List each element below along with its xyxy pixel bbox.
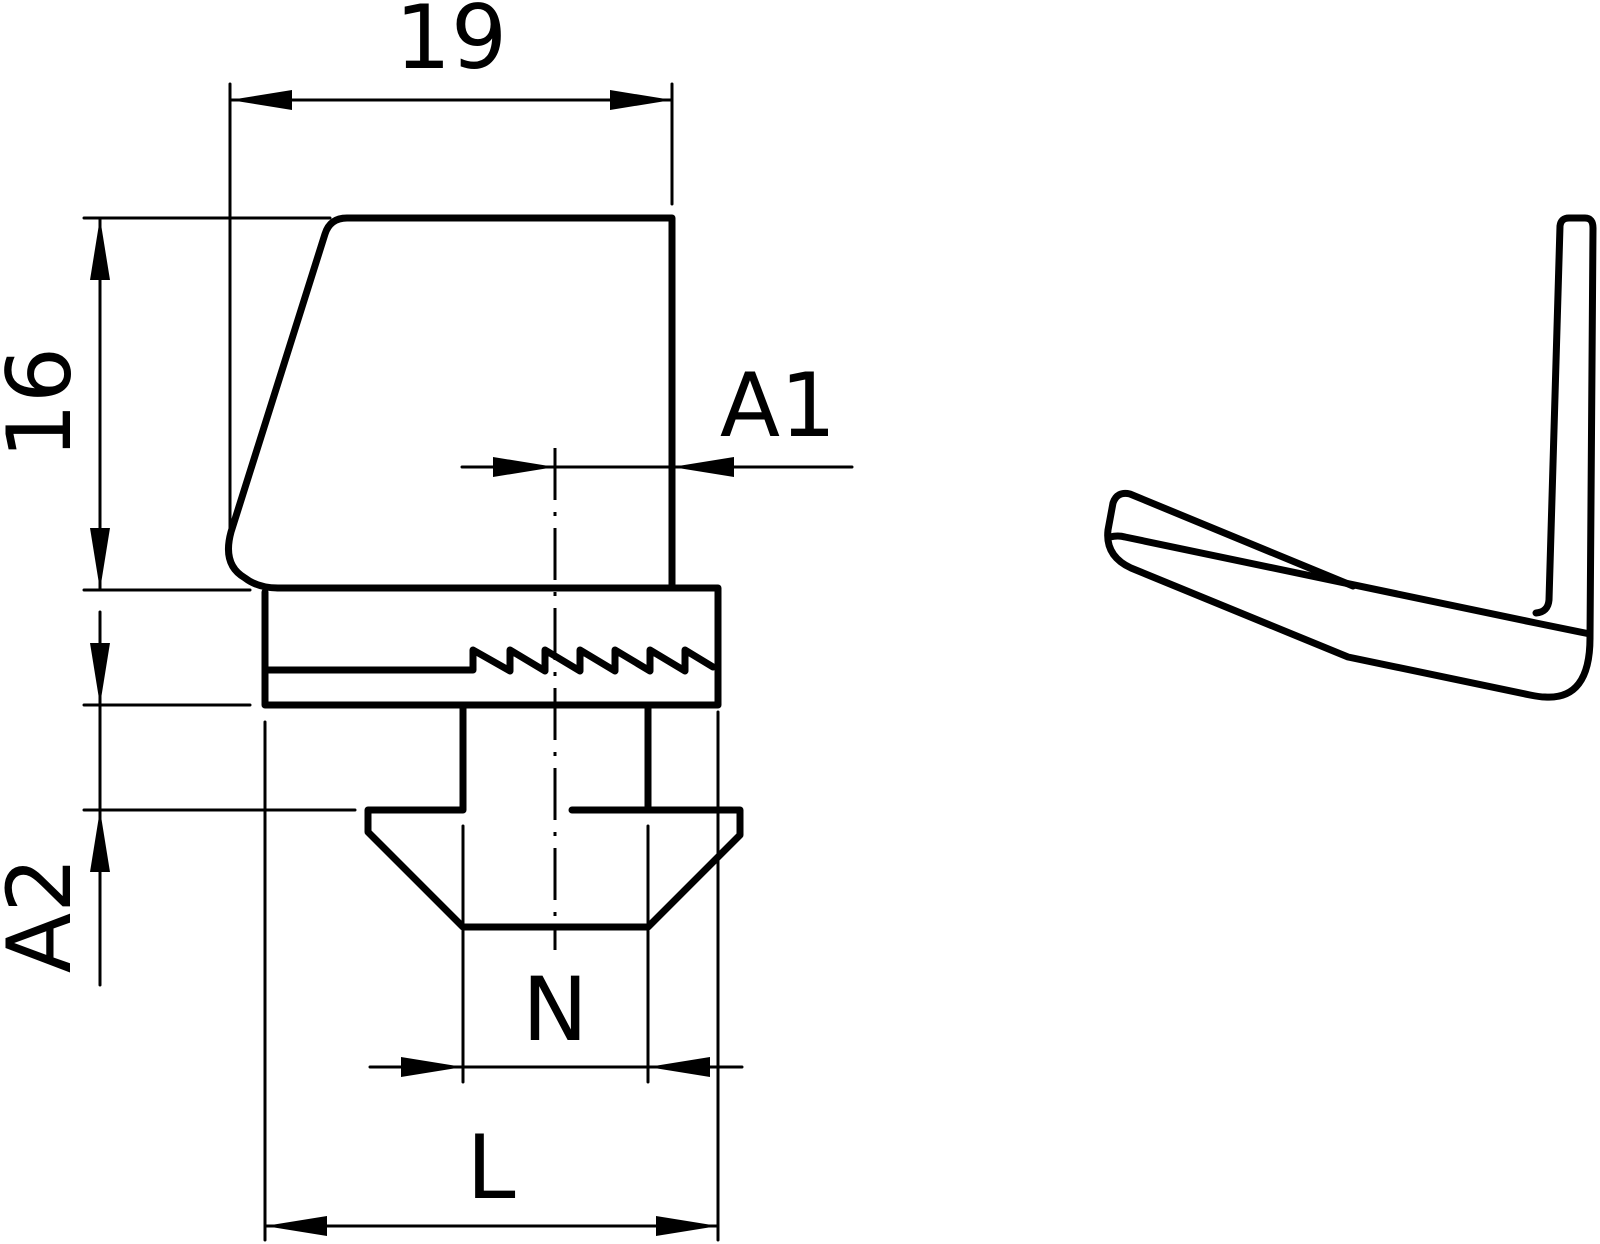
dimension-a2: A2 (0, 610, 357, 987)
dimension-16: 16 (0, 216, 332, 592)
dimension-a1: A1 (460, 354, 854, 477)
front-view (225, 214, 744, 931)
dimension-label-a2: A2 (0, 857, 91, 973)
base-plate-outline (261, 584, 722, 709)
dimension-label-l: L (466, 1116, 515, 1219)
wedge-body-outline (225, 214, 676, 592)
side-foot-inner (1106, 532, 1594, 638)
dimension-19: 19 (228, 0, 674, 532)
side-vertical-leg (1532, 214, 1597, 642)
serration-line (261, 646, 717, 675)
dimension-label-a1: A1 (720, 354, 836, 457)
side-foot-outer (1104, 489, 1594, 701)
dimension-label-16: 16 (0, 347, 91, 459)
dimension-l: L (263, 710, 720, 1242)
dimension-n: N (368, 824, 744, 1084)
dimension-label-n: N (522, 958, 588, 1061)
side-view (1104, 214, 1597, 701)
dimension-label-19: 19 (395, 0, 507, 89)
